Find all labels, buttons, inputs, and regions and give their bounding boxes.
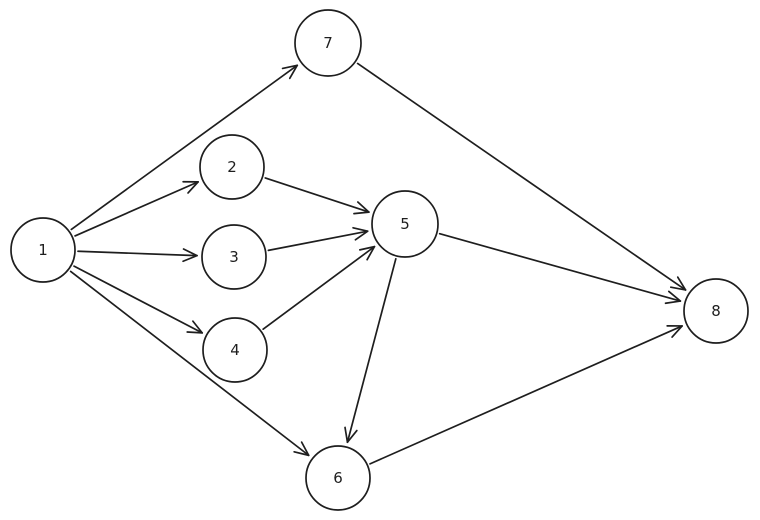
- arrowhead: [182, 248, 198, 263]
- node-3: 3: [201, 224, 267, 290]
- edge-line: [77, 250, 198, 257]
- edge-1-to-6: [69, 270, 310, 457]
- node-label: 8: [711, 302, 721, 320]
- edge-2-to-5: [264, 177, 370, 215]
- edge-7-to-8: [356, 62, 687, 291]
- edge-line: [262, 245, 376, 331]
- node-label: 6: [333, 469, 343, 487]
- edge-5-to-8: [438, 232, 682, 305]
- node-label: 4: [230, 341, 240, 359]
- node-circle: [683, 278, 749, 344]
- node-circle: [201, 224, 267, 290]
- node-8: 8: [683, 278, 749, 344]
- nodes-layer: 1 2 3 4 5 6 7 8: [10, 9, 749, 511]
- node-6: 6: [305, 445, 371, 511]
- arrowhead: [353, 201, 370, 215]
- edge-line: [346, 257, 397, 444]
- edge-1-to-2: [74, 180, 199, 237]
- node-5: 5: [371, 190, 439, 258]
- node-label: 3: [229, 248, 239, 266]
- edges-layer: [69, 62, 687, 465]
- node-2: 2: [199, 134, 265, 200]
- node-label: 7: [323, 34, 333, 52]
- edge-line: [69, 270, 310, 457]
- edge-line: [73, 265, 204, 334]
- node-label: 2: [227, 158, 237, 176]
- arrowhead: [666, 325, 684, 338]
- node-7: 7: [294, 9, 362, 77]
- edge-3-to-5: [267, 226, 369, 252]
- node-circle: [294, 9, 362, 77]
- edge-line: [438, 232, 682, 302]
- node-4: 4: [202, 317, 268, 383]
- arrowhead: [358, 245, 376, 261]
- arrowhead: [669, 276, 687, 291]
- edge-5-to-6: [344, 257, 397, 444]
- arrowhead: [293, 441, 310, 457]
- arrowhead: [352, 226, 369, 241]
- edge-line: [369, 325, 684, 465]
- node-label: 5: [400, 215, 410, 233]
- node-circle: [305, 445, 371, 511]
- arrowhead: [186, 320, 204, 334]
- node-circle: [202, 317, 268, 383]
- edge-line: [74, 181, 199, 237]
- arrowhead: [281, 64, 299, 80]
- node-circle: [371, 190, 439, 258]
- edge-1-to-4: [73, 265, 204, 334]
- node-circle: [10, 217, 76, 283]
- edge-6-to-8: [369, 325, 684, 465]
- node-1: 1: [10, 217, 76, 283]
- edge-line: [70, 64, 299, 231]
- arrowhead: [344, 426, 358, 444]
- edge-line: [356, 62, 687, 291]
- node-circle: [199, 134, 265, 200]
- arrowhead: [182, 180, 199, 194]
- arrowhead: [664, 290, 682, 305]
- edge-1-to-3: [77, 248, 198, 263]
- edge-1-to-7: [70, 64, 299, 231]
- edge-4-to-5: [262, 245, 376, 331]
- node-label: 1: [38, 241, 48, 259]
- edge-line: [267, 230, 369, 252]
- edge-line: [264, 177, 370, 213]
